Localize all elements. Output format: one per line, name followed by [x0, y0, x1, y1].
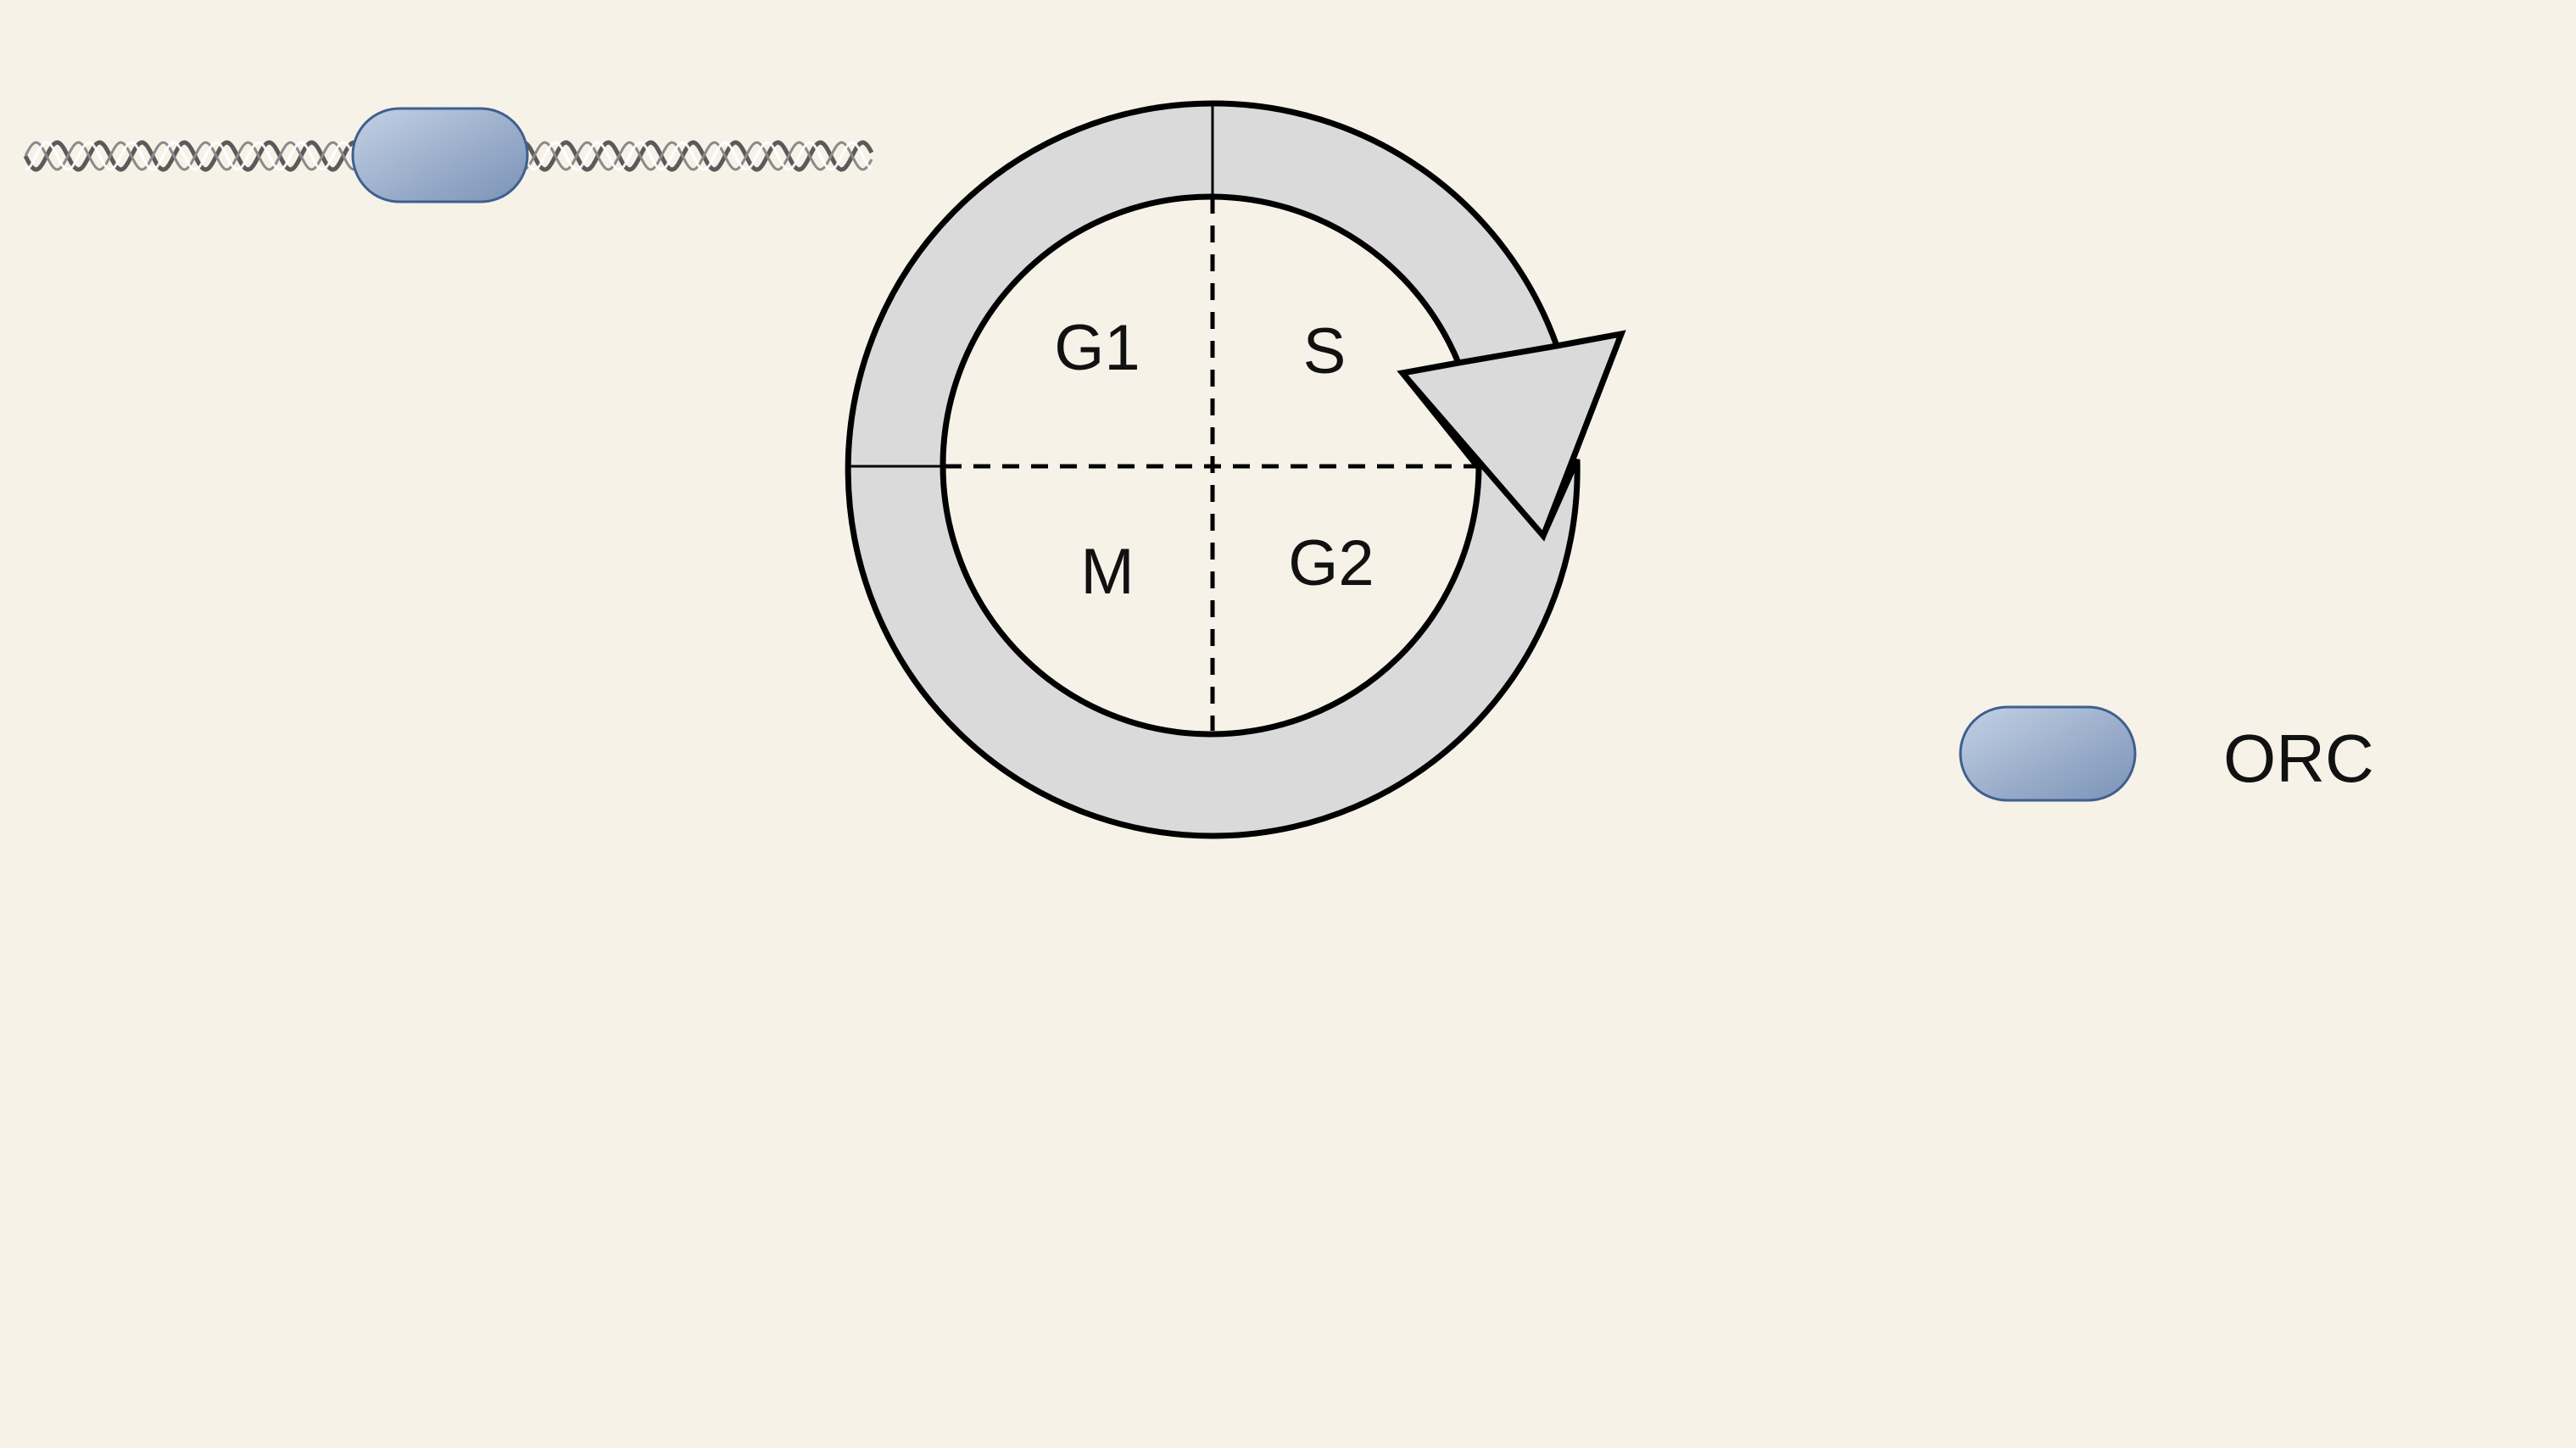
cell-cycle-diagram: G1 S M G2 [845, 100, 1626, 839]
legend: ORC [1959, 705, 2374, 802]
orc-legend-label: ORC [2223, 721, 2374, 796]
orc-on-dna-icon [351, 107, 529, 203]
cycle-arrow-ring [845, 100, 1626, 839]
phase-label-g1: G1 [1054, 312, 1140, 384]
cycle-arrowhead-icon [1397, 330, 1626, 542]
orc-legend-icon [1959, 705, 2137, 802]
phase-label-s: S [1303, 315, 1347, 387]
dna-with-orc [23, 107, 874, 203]
phase-label-m: M [1080, 536, 1134, 608]
phase-label-g2: G2 [1288, 527, 1374, 599]
